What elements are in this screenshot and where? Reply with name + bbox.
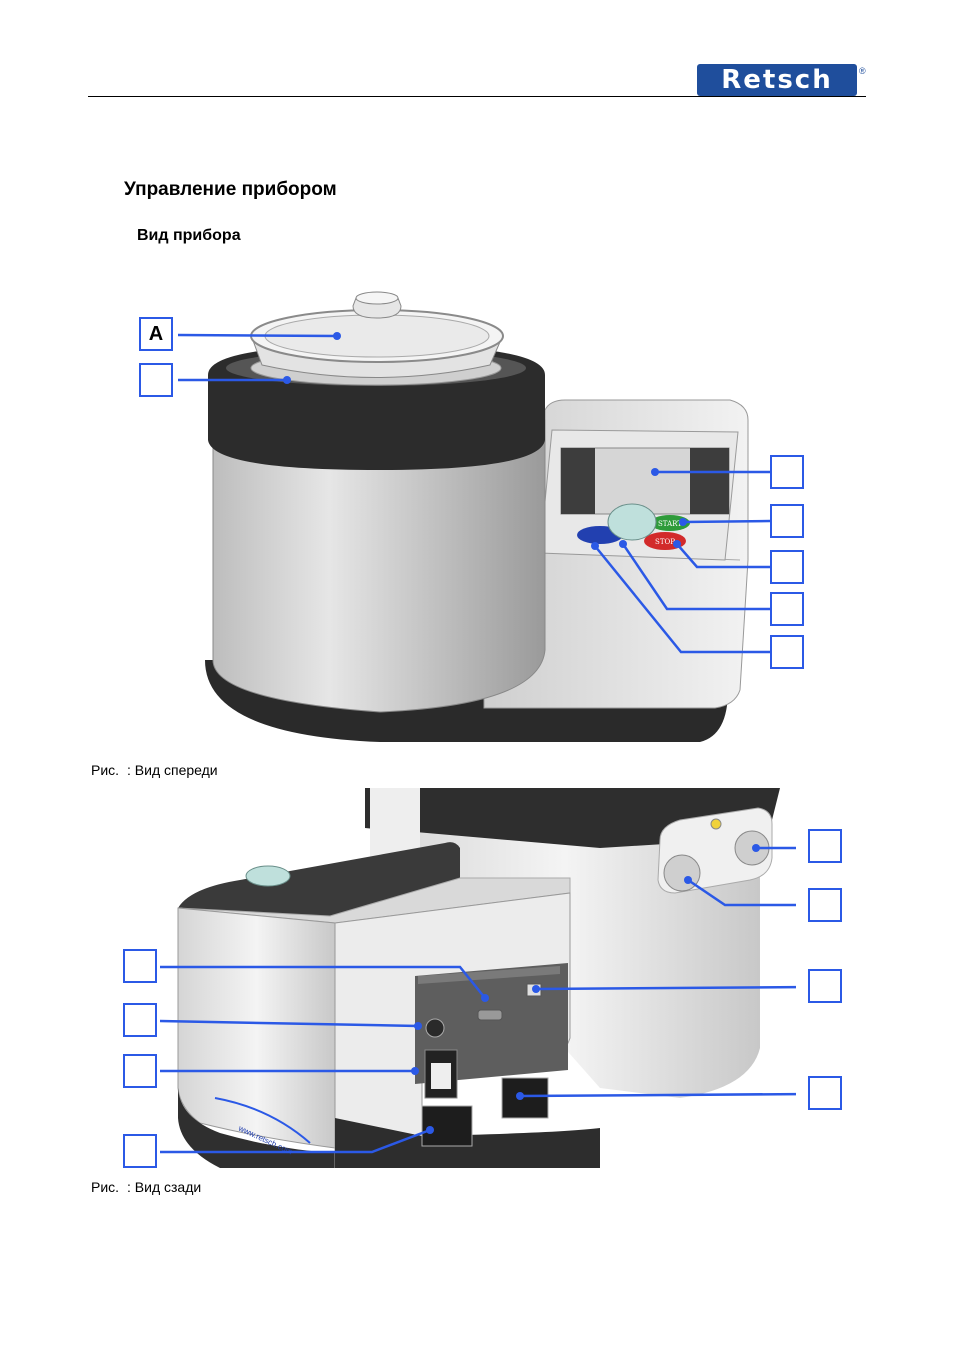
caption-prefix: Рис. bbox=[91, 1179, 120, 1195]
retsch-logo: Retsch bbox=[697, 64, 857, 96]
front-view-illustration: STOP START bbox=[177, 291, 771, 742]
callout-stop-button bbox=[770, 550, 804, 584]
callout-usb bbox=[808, 969, 842, 1003]
stop-label: STOP bbox=[655, 538, 675, 546]
callout-blue-button bbox=[770, 635, 804, 669]
callout-port-in bbox=[808, 829, 842, 863]
caption-text: : Вид сзади bbox=[127, 1179, 202, 1195]
section-title: Управление прибором bbox=[124, 179, 337, 200]
callout-socket bbox=[123, 1003, 157, 1037]
callout-port-out bbox=[808, 888, 842, 922]
caption-prefix: Рис. bbox=[91, 762, 120, 778]
header-rule bbox=[88, 96, 866, 97]
callout-power-inlet bbox=[123, 1134, 157, 1168]
callout-power-outlet bbox=[808, 1076, 842, 1110]
rear-view-illustration: www.retsch.com bbox=[160, 788, 796, 1168]
callout-power-switch bbox=[123, 1054, 157, 1088]
callout-sieve bbox=[139, 363, 173, 397]
caption-text: : Вид спереди bbox=[127, 762, 218, 778]
subsection-title: Вид прибора bbox=[137, 227, 241, 244]
callout-display bbox=[770, 455, 804, 489]
registered-mark: ® bbox=[859, 66, 866, 76]
figure-caption-front: Рис. : Вид спереди bbox=[91, 762, 218, 778]
callout-start-button bbox=[770, 504, 804, 538]
callout-rs232 bbox=[123, 949, 157, 983]
start-label: START bbox=[658, 520, 682, 528]
figure-caption-rear: Рис. : Вид сзади bbox=[91, 1179, 201, 1195]
callout-a: A bbox=[139, 317, 173, 351]
callout-knob bbox=[770, 592, 804, 626]
